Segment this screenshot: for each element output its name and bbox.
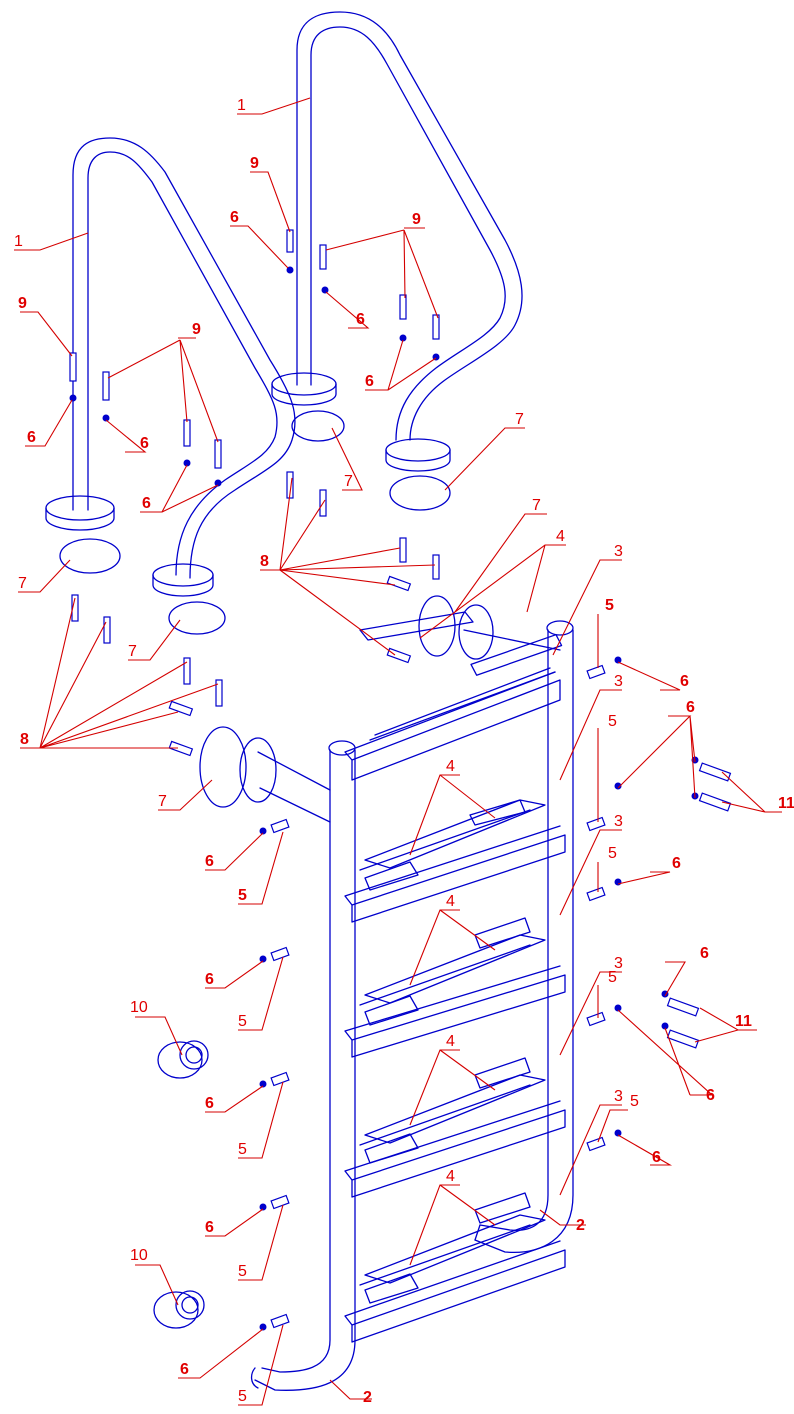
wall-tube xyxy=(257,629,561,823)
label-part-5: 5 xyxy=(605,597,614,614)
label-part-1: 1 xyxy=(237,97,246,114)
label-part-5: 5 xyxy=(630,1093,639,1110)
label-part-6: 6 xyxy=(205,971,214,988)
step-4 xyxy=(344,1057,566,1198)
label-part-3: 3 xyxy=(614,813,623,830)
label-part-7: 7 xyxy=(128,643,137,660)
label-part-10: 10 xyxy=(130,1247,148,1264)
label-part-9: 9 xyxy=(250,155,259,172)
label-part-5: 5 xyxy=(238,1013,247,1030)
label-part-4: 4 xyxy=(446,758,455,775)
label-part-9: 9 xyxy=(412,211,421,228)
label-part-1: 1 xyxy=(14,233,23,250)
label-part-6: 6 xyxy=(700,945,709,962)
step-3 xyxy=(344,917,566,1058)
label-part-5: 5 xyxy=(608,845,617,862)
label-part-9: 9 xyxy=(192,321,201,338)
anchor-cap-upper xyxy=(157,1040,209,1079)
step-5 xyxy=(344,1192,566,1343)
label-part-3: 3 xyxy=(614,673,623,690)
label-part-7: 7 xyxy=(532,497,541,514)
label-part-4: 4 xyxy=(446,1033,455,1050)
label-part-7: 7 xyxy=(158,793,167,810)
callout-labels: 1 1 9 9 9 9 6 6 6 6 6 6 6 6 6 6 6 6 6 6 … xyxy=(14,97,794,1406)
label-part-6: 6 xyxy=(365,373,374,390)
label-part-6: 6 xyxy=(140,435,149,452)
left-post xyxy=(250,740,356,1391)
label-part-6: 6 xyxy=(205,1219,214,1236)
label-part-7: 7 xyxy=(18,575,27,592)
leader-lines xyxy=(14,97,782,1406)
label-part-11: 11 xyxy=(778,795,794,812)
label-part-6: 6 xyxy=(672,855,681,872)
label-part-4: 4 xyxy=(446,893,455,910)
right-post xyxy=(474,620,574,1254)
label-part-6: 6 xyxy=(356,311,365,328)
label-part-6: 6 xyxy=(180,1361,189,1378)
label-part-5: 5 xyxy=(608,969,617,986)
label-part-6: 6 xyxy=(686,699,695,716)
label-part-6: 6 xyxy=(680,673,689,690)
label-part-6: 6 xyxy=(706,1087,715,1104)
hardware xyxy=(69,229,732,1331)
label-part-3: 3 xyxy=(614,1088,623,1105)
label-part-9: 9 xyxy=(18,295,27,312)
flanges xyxy=(59,410,494,808)
label-part-2: 2 xyxy=(363,1389,372,1406)
label-part-3: 3 xyxy=(614,543,623,560)
label-part-6: 6 xyxy=(652,1149,661,1166)
label-part-6: 6 xyxy=(230,209,239,226)
label-part-10: 10 xyxy=(130,999,148,1016)
label-part-6: 6 xyxy=(205,1095,214,1112)
label-part-4: 4 xyxy=(446,1168,455,1185)
label-part-3: 3 xyxy=(614,955,623,972)
label-part-8: 8 xyxy=(260,553,269,570)
label-part-7: 7 xyxy=(515,411,524,428)
label-part-4: 4 xyxy=(556,528,565,545)
label-part-6: 6 xyxy=(205,853,214,870)
label-part-2: 2 xyxy=(576,1217,585,1234)
step-2 xyxy=(344,799,566,923)
label-part-5: 5 xyxy=(238,887,247,904)
label-part-8: 8 xyxy=(20,731,29,748)
label-part-5: 5 xyxy=(608,713,617,730)
label-part-7: 7 xyxy=(344,473,353,490)
label-part-6: 6 xyxy=(27,429,36,446)
label-part-11: 11 xyxy=(735,1013,752,1030)
anchor-cap-lower xyxy=(153,1290,205,1329)
label-part-6: 6 xyxy=(142,495,151,512)
label-part-5: 5 xyxy=(238,1263,247,1280)
right-handrail xyxy=(271,11,523,472)
left-handrail xyxy=(45,137,296,597)
step-1 xyxy=(344,611,563,781)
label-part-5: 5 xyxy=(238,1141,247,1158)
label-part-5: 5 xyxy=(238,1388,247,1405)
